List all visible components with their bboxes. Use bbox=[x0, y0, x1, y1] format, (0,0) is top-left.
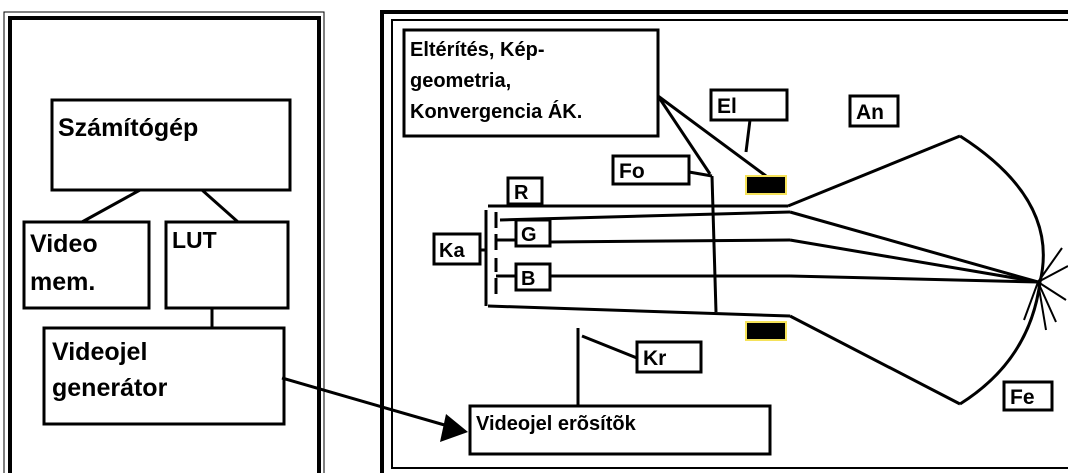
video-signal-generator-box bbox=[42, 326, 286, 426]
signal-arrow bbox=[281, 376, 468, 442]
lower-deflection-magnet bbox=[745, 321, 787, 341]
electron-beams bbox=[487, 204, 1039, 318]
an-box bbox=[848, 94, 900, 128]
lut-label: LUT bbox=[172, 227, 217, 253]
fo-box bbox=[611, 154, 691, 186]
screen-impact-starburst bbox=[1023, 247, 1068, 331]
computer-label: Számítógép bbox=[58, 114, 198, 142]
kr-connector bbox=[576, 328, 638, 406]
tube-funnel bbox=[787, 134, 1045, 406]
focus-electrode bbox=[710, 175, 718, 313]
deflection-label-line1: Eltérítés, Kép- bbox=[410, 39, 544, 61]
fe-label: Fe bbox=[1010, 386, 1035, 409]
cathode-electrodes bbox=[480, 210, 516, 306]
ka-box bbox=[432, 232, 482, 266]
video-memory-label-line1: Video bbox=[30, 230, 98, 258]
deflection-control-box bbox=[402, 28, 660, 138]
ka-label: Ka bbox=[439, 240, 465, 262]
fo-label: Fo bbox=[619, 160, 645, 183]
computer-panel-frame bbox=[3, 11, 325, 473]
video-memory-label-line2: mem. bbox=[30, 268, 95, 296]
video-memory-box bbox=[22, 220, 151, 310]
lut-box bbox=[164, 220, 290, 310]
video-signal-generator-label-line2: generátor bbox=[52, 374, 168, 402]
deflection-label-line3: Konvergencia ÁK. bbox=[410, 100, 582, 123]
kr-label: Kr bbox=[643, 347, 666, 370]
monitor-panel-frame bbox=[380, 10, 1068, 473]
an-label: An bbox=[856, 101, 884, 124]
computer-box bbox=[50, 98, 292, 192]
video-amplifiers-label: Videojel erõsítõk bbox=[476, 413, 637, 435]
el-label: El bbox=[717, 95, 737, 118]
deflection-label-line2: geometria, bbox=[410, 70, 511, 92]
g-label: G bbox=[521, 224, 537, 246]
b-label: B bbox=[521, 268, 535, 290]
fe-box bbox=[1002, 380, 1054, 412]
r-label: R bbox=[514, 182, 529, 204]
deflection-leader-lines bbox=[656, 94, 767, 178]
r-box bbox=[506, 176, 544, 206]
left-connectors bbox=[81, 188, 239, 328]
video-signal-generator-label-line1: Videojel bbox=[52, 338, 147, 366]
video-amplifiers-box bbox=[468, 404, 772, 456]
upper-deflection-magnet bbox=[745, 175, 787, 195]
